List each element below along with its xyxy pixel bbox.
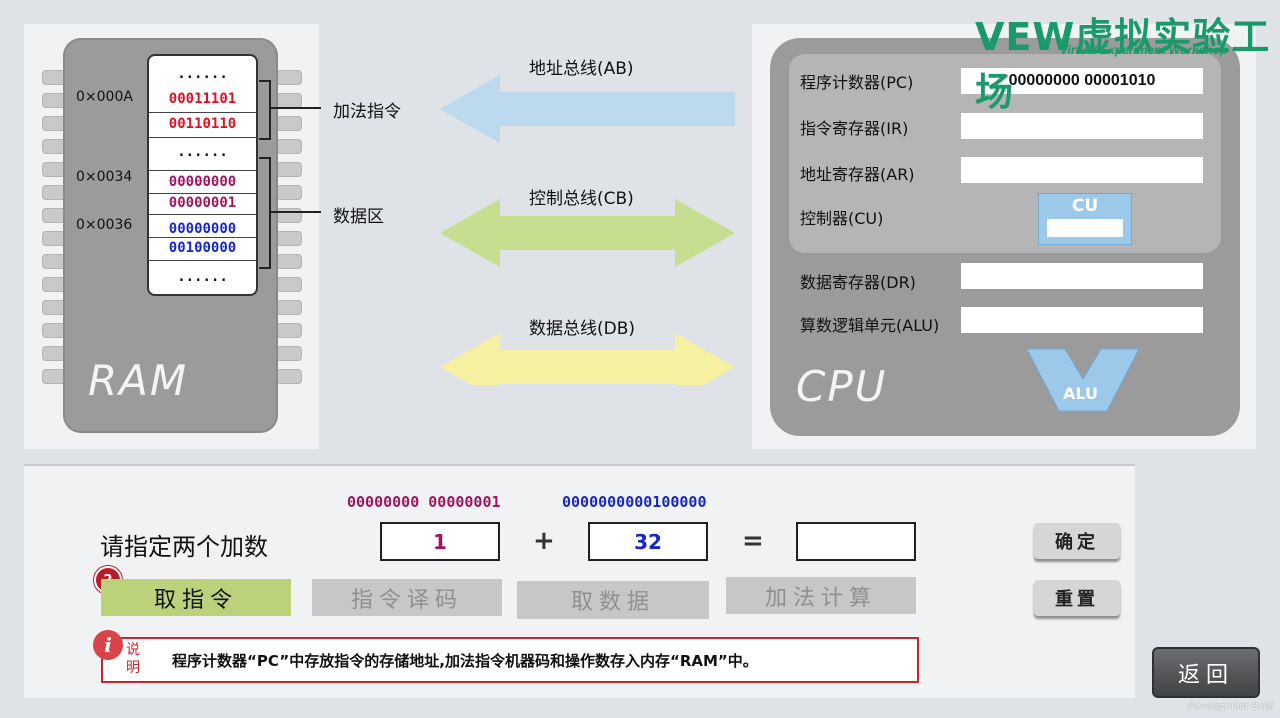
plus-sign: + xyxy=(533,526,555,556)
data-bracket xyxy=(259,157,271,269)
step-fetch-data[interactable]: 取数据 xyxy=(517,581,709,619)
control-bus-label: 控制总线(CB) xyxy=(529,189,634,209)
step-add-compute[interactable]: 加法计算 xyxy=(726,577,916,614)
step-fetch-instruction[interactable]: 取指令 xyxy=(101,579,291,616)
mem-cell: ...... xyxy=(177,66,228,82)
mem-divider xyxy=(149,237,256,238)
bus-arrows xyxy=(440,75,735,385)
ram-pin xyxy=(276,185,302,200)
ram-pin xyxy=(276,323,302,338)
operand1-input[interactable]: 1 xyxy=(380,522,500,561)
mem-cell: 00000000 xyxy=(168,174,237,190)
ram-pin xyxy=(276,369,302,384)
address-label: 0×0034 xyxy=(76,169,133,185)
data-bus-label: 数据总线(DB) xyxy=(529,319,636,339)
mem-cell: 00100000 xyxy=(168,240,237,256)
mem-divider xyxy=(149,193,256,194)
confirm-button[interactable]: 确定 xyxy=(1034,523,1120,559)
ram-pin xyxy=(276,300,302,315)
ram-pin xyxy=(276,116,302,131)
data-bus-arrow xyxy=(440,333,735,385)
mem-divider xyxy=(149,137,256,138)
data-bracket-line xyxy=(271,211,321,213)
cu-badge: CU xyxy=(1038,193,1132,245)
mem-cell: 00110110 xyxy=(168,116,237,132)
control-bus-arrow xyxy=(440,199,735,267)
cu-badge-label: CU xyxy=(1071,196,1099,216)
memory-table: ...... 00011101 00110110 ...... 00000000… xyxy=(147,54,258,296)
ram-pin xyxy=(276,139,302,154)
alu-icon xyxy=(1026,348,1140,412)
data-group-label: 数据区 xyxy=(333,207,384,227)
ram-pin xyxy=(276,277,302,292)
address-bus-label: 地址总线(AB) xyxy=(529,59,634,79)
info-label: 说明 xyxy=(126,642,140,676)
operand1-binary: 00000000 00000001 xyxy=(347,493,501,511)
address-label: 0×000A xyxy=(76,89,133,105)
equals-sign: = xyxy=(742,526,764,556)
vew-logo: VEW虚拟实验工场 xyxy=(975,15,1271,114)
development-build-label: Development Build xyxy=(1188,702,1275,712)
step-decode-instruction[interactable]: 指令译码 xyxy=(312,579,502,616)
mem-cell: 00000001 xyxy=(168,195,237,211)
mem-divider xyxy=(149,170,256,171)
mem-cell: 00000000 xyxy=(168,221,237,237)
reset-button[interactable]: 重置 xyxy=(1034,580,1120,616)
dr-label: 数据寄存器(DR) xyxy=(800,273,916,292)
vew-logo-subtitle: Virtual Experiment Workshop xyxy=(1060,43,1228,57)
pc-label: 程序计数器(PC) xyxy=(800,73,914,92)
ram-pin xyxy=(276,231,302,246)
mem-divider xyxy=(149,260,256,261)
info-text: 程序计数器“PC”中存放指令的存储地址,加法指令机器码和操作数存入内存“RAM”… xyxy=(172,652,758,670)
cu-display xyxy=(1047,219,1123,237)
ir-label: 指令寄存器(IR) xyxy=(800,119,909,138)
alu-badge-label: ALU xyxy=(1063,384,1098,403)
operand2-binary: 0000000000100000 xyxy=(562,493,707,511)
result-field xyxy=(796,522,916,561)
ram-pin xyxy=(276,93,302,108)
info-icon: i xyxy=(93,630,123,660)
alu-register xyxy=(961,307,1203,333)
mem-divider xyxy=(149,214,256,215)
mem-divider xyxy=(149,112,256,113)
ram-pin xyxy=(276,70,302,85)
instruction-group-label: 加法指令 xyxy=(333,102,401,122)
operands-prompt: 请指定两个加数 xyxy=(100,533,268,561)
mem-cell: ...... xyxy=(177,269,228,285)
ram-label: RAM xyxy=(88,356,189,405)
info-box xyxy=(101,637,919,683)
back-button[interactable]: 返回 xyxy=(1152,647,1260,698)
pc-register: 00000000 00001010 xyxy=(961,68,1203,94)
cpu-label: CPU xyxy=(796,362,888,411)
ir-register xyxy=(961,113,1203,139)
ar-label: 地址寄存器(AR) xyxy=(800,165,915,184)
ram-pin xyxy=(276,162,302,177)
address-bus-arrow xyxy=(440,75,735,143)
instruction-bracket-line xyxy=(271,107,321,109)
address-label: 0×0036 xyxy=(76,217,133,233)
instruction-bracket xyxy=(259,80,271,140)
alu-label: 算数逻辑单元(ALU) xyxy=(800,316,940,335)
dr-register xyxy=(961,263,1203,289)
ram-pin xyxy=(276,254,302,269)
ar-register xyxy=(961,157,1203,183)
operand2-input[interactable]: 32 xyxy=(588,522,708,561)
ram-pin xyxy=(276,346,302,361)
mem-cell: ...... xyxy=(177,144,228,160)
cu-label: 控制器(CU) xyxy=(800,209,884,228)
mem-cell: 00011101 xyxy=(168,91,237,107)
